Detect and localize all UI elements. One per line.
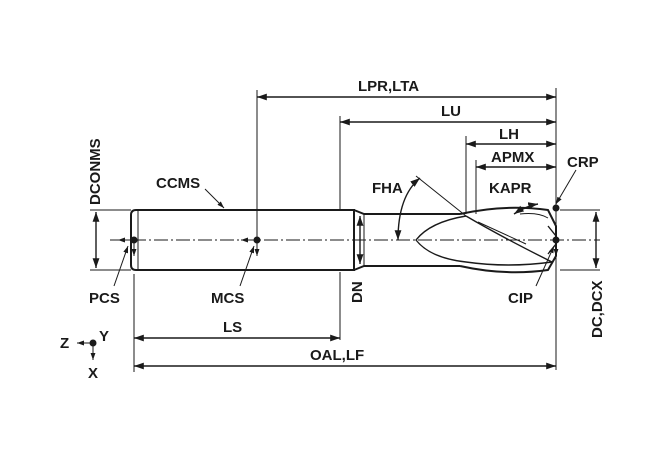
axis-y-label: Y: [99, 328, 109, 345]
pcs-marker: [118, 236, 138, 256]
ccms-label: CCMS: [156, 175, 200, 192]
dc-dcx-label: DC,DCX: [589, 280, 606, 338]
pcs-leader: [113, 245, 129, 287]
mcs-label: MCS: [211, 290, 244, 307]
ccms-leader: [204, 188, 225, 209]
axis-x-label: X: [88, 365, 98, 382]
fha-angle-arc: [394, 177, 421, 241]
oal-lf-label: OAL,LF: [310, 347, 364, 364]
axis-legend: Z Y X: [60, 328, 109, 382]
tip-gash: [519, 213, 549, 219]
crp-marker: [552, 204, 560, 212]
dconms-label: DCONMS: [87, 138, 104, 205]
mcs-leader: [239, 245, 255, 287]
helix-edge: [465, 215, 553, 263]
lpr-lta-label: LPR,LTA: [358, 78, 419, 95]
crp-label: CRP: [567, 154, 599, 171]
crp-leader: [555, 169, 577, 205]
pcs-label: PCS: [89, 290, 120, 307]
helix-inner: [477, 221, 527, 245]
apmx-label: APMX: [491, 149, 534, 166]
lh-label: LH: [499, 126, 519, 143]
axis-z-label: Z: [60, 335, 69, 352]
helix-flute: [415, 215, 553, 266]
fha-label: FHA: [372, 180, 403, 197]
extension-lines: [90, 88, 600, 372]
lu-label: LU: [441, 103, 461, 120]
cip-marker: [552, 236, 560, 256]
cip-leader: [535, 245, 555, 287]
ls-label: LS: [223, 319, 242, 336]
mcs-marker: [241, 236, 261, 256]
cip-label: CIP: [508, 290, 533, 307]
dn-label: DN: [349, 281, 366, 303]
kapr-angle-arc: [513, 202, 539, 215]
fha-helix-extension: [415, 175, 467, 217]
shank-outline: [130, 209, 355, 271]
kapr-label: KAPR: [489, 180, 532, 197]
